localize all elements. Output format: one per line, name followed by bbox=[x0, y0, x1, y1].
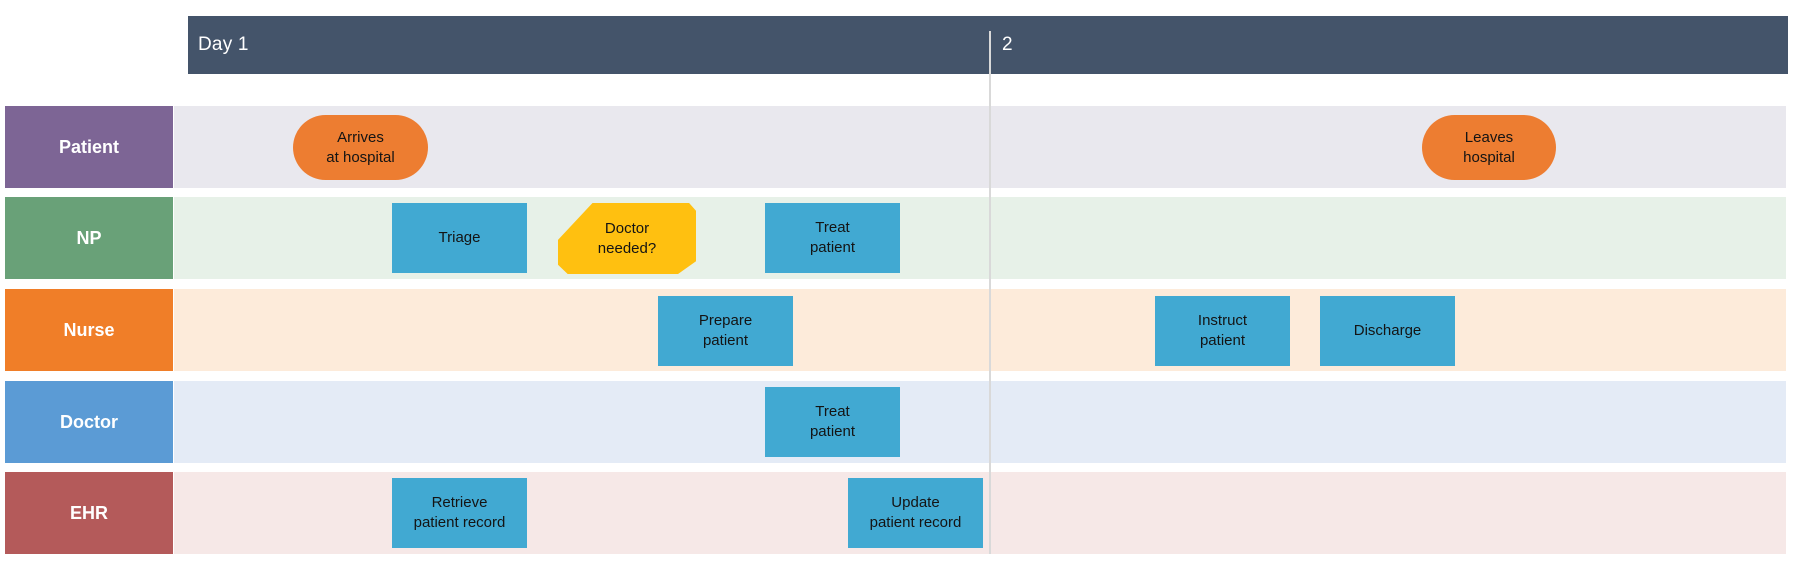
lane-label-np: NP bbox=[5, 197, 173, 279]
day-1-label: Day 1 bbox=[198, 34, 249, 55]
doctor-needed-decision-shape: Doctor needed? bbox=[558, 203, 696, 274]
prepare-patient-shape: Prepare patient bbox=[658, 296, 793, 366]
lane-label-patient: Patient bbox=[5, 106, 173, 188]
retrieve-patient-record-shape: Retrieve patient record bbox=[392, 478, 527, 548]
leaves-hospital-shape: Leaves hospital bbox=[1422, 115, 1556, 180]
instruct-patient-shape: Instruct patient bbox=[1155, 296, 1290, 366]
lane-row-nurse bbox=[174, 289, 1786, 371]
triage-shape: Triage bbox=[392, 203, 527, 273]
update-patient-record-shape: Update patient record bbox=[848, 478, 983, 548]
treat-patient-np-shape: Treat patient bbox=[765, 203, 900, 273]
lane-row-doctor bbox=[174, 381, 1786, 463]
day-divider-line bbox=[989, 31, 991, 554]
lane-label-nurse: Nurse bbox=[5, 289, 173, 371]
treat-patient-doctor-shape: Treat patient bbox=[765, 387, 900, 457]
arrives-at-hospital-shape: Arrives at hospital bbox=[293, 115, 428, 180]
timeline-header: Day 1 2 bbox=[188, 16, 1788, 74]
lane-label-doctor: Doctor bbox=[5, 381, 173, 463]
day-2-label: 2 bbox=[1002, 34, 1013, 55]
lane-label-ehr: EHR bbox=[5, 472, 173, 554]
discharge-shape: Discharge bbox=[1320, 296, 1455, 366]
